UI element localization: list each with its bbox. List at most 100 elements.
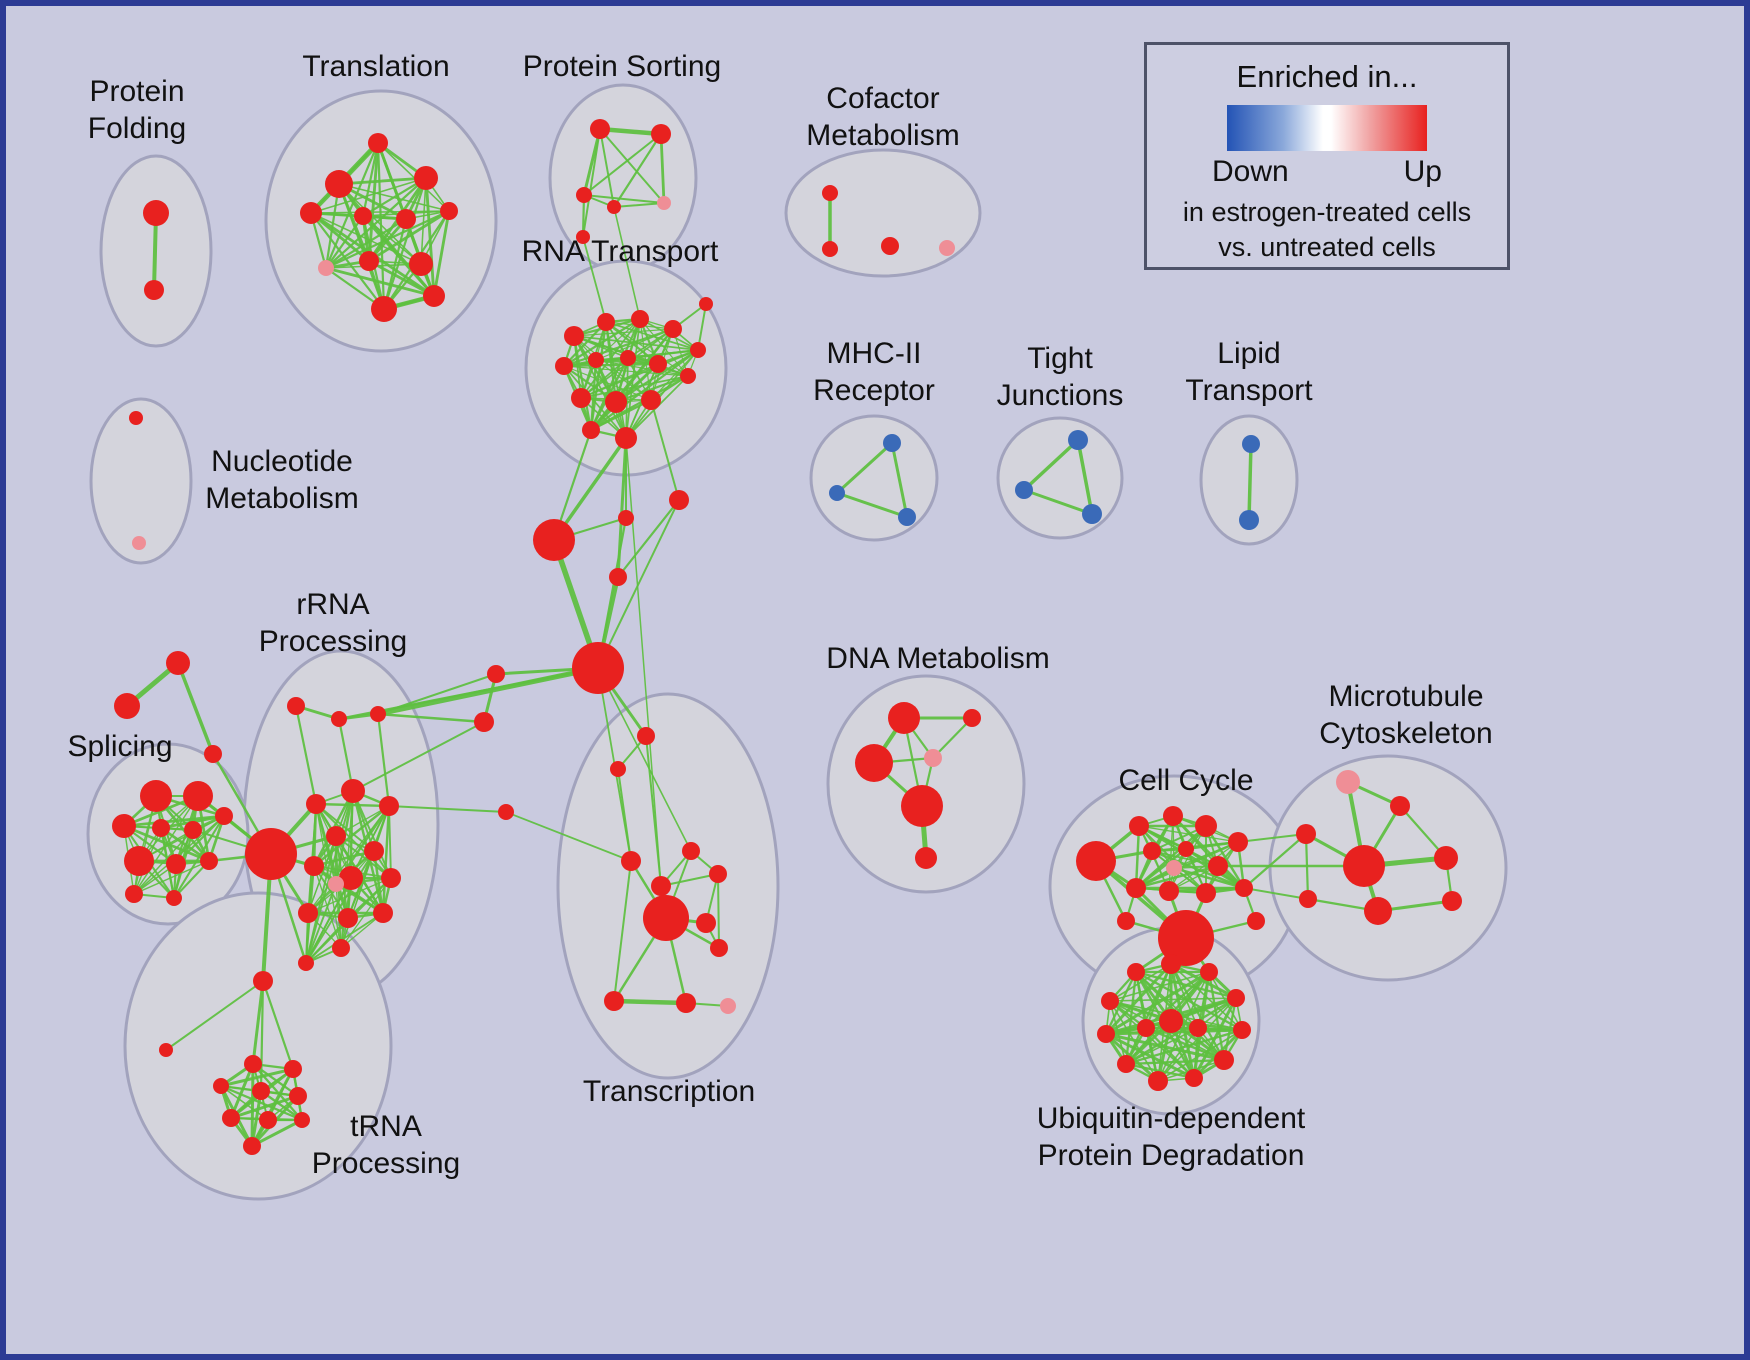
node-cc5: [1228, 832, 1248, 852]
node-mh3: [898, 508, 916, 526]
edge-rt5-rt8: [627, 349, 699, 359]
edge-lt1-lt2: [1247, 442, 1253, 522]
node-rt14: [615, 427, 637, 449]
edge-rt10-rt11: [580, 375, 689, 399]
legend-caption-line1: in estrogen-treated cells: [1182, 197, 1472, 227]
node-tl3: [414, 166, 438, 190]
edge-tl1-tl3: [337, 176, 428, 186]
edge-cc7-cc10: [1134, 847, 1188, 890]
node-sp5: [184, 821, 202, 839]
edge-ps3-ps5: [583, 194, 665, 204]
edge-cc13-mc3: [1242, 832, 1308, 890]
edge-tj1-tj3: [1076, 438, 1094, 516]
node-mc5: [1434, 846, 1458, 870]
node-tx12: [720, 998, 736, 1014]
legend-down-label: Down: [1212, 155, 1289, 188]
node-sp9: [200, 852, 218, 870]
edge-cc3-cc13: [1171, 814, 1246, 890]
edge-tr0-tr5: [259, 979, 265, 1093]
node-cc15: [1247, 912, 1265, 930]
edge-mh1-mh2: [835, 441, 894, 495]
edge-ub7-ub10: [1109, 1000, 1159, 1082]
edge-tl3-tl11: [382, 176, 428, 311]
node-lt1: [1242, 435, 1260, 453]
legend-up-label: Up: [1403, 155, 1442, 188]
edge-ps2-ps3: [583, 133, 662, 196]
edge-ch3-ch4: [616, 498, 681, 579]
node-tg1: [166, 651, 190, 675]
node-tl6: [396, 209, 416, 229]
node-rt5: [690, 342, 706, 358]
legend-gradient-bar: [1227, 105, 1427, 151]
node-tx6: [709, 865, 727, 883]
node-cc2: [1129, 816, 1149, 836]
edge-sp1-sp10: [133, 795, 157, 895]
edge-rr11-rr13: [307, 877, 392, 914]
node-rt9: [649, 355, 667, 373]
edge-tg1-tg3: [176, 661, 215, 756]
edge-rt5-rt15: [589, 348, 700, 432]
edge-sp6-sp11: [172, 814, 226, 900]
node-cn2: [474, 712, 494, 732]
node-cn1: [487, 665, 505, 683]
edge-tr0-tr3: [261, 979, 295, 1071]
node-cc8: [1166, 860, 1182, 876]
node-ch2: [618, 510, 634, 526]
node-tr7: [222, 1109, 240, 1127]
node-sp3: [112, 814, 136, 838]
node-cf2: [822, 241, 838, 257]
edge-tl6-tl8: [324, 217, 408, 270]
node-mc8: [1442, 891, 1462, 911]
node-mh2: [829, 485, 845, 501]
cluster-label-rna-transport: RNA Transport: [522, 235, 719, 268]
node-ub8: [1117, 1055, 1135, 1073]
edge-tx10-tx11: [611, 998, 689, 1006]
edge-rr4-rr11: [315, 803, 392, 879]
edge-ub5-ub8: [1124, 1058, 1226, 1066]
edge-tl5-tl8: [324, 214, 365, 270]
edge-ps6-rt2: [582, 236, 607, 323]
node-dm3: [855, 744, 893, 782]
edge-cc5-mc3: [1237, 833, 1307, 843]
node-ub13: [1189, 1019, 1207, 1037]
node-ub3: [1227, 989, 1245, 1007]
cluster-label-translation: Translation: [302, 50, 449, 83]
edge-tr3-tr4: [219, 1067, 295, 1088]
node-cc6: [1143, 842, 1161, 860]
node-ub2: [1200, 963, 1218, 981]
edge-sp6-sp8: [174, 814, 226, 866]
edge-rt6-rt14: [563, 365, 627, 439]
node-cc10: [1126, 878, 1146, 898]
node-rr15: [373, 903, 393, 923]
node-tx8: [696, 913, 716, 933]
edge-rr12-rr17: [305, 883, 337, 964]
edge-rr1-rr4: [294, 704, 318, 806]
edge-rr2-rr5: [337, 717, 355, 793]
node-tj1: [1068, 430, 1088, 450]
node-rr5: [341, 779, 365, 803]
edge-dm2-dm4: [931, 716, 974, 760]
edge-rt6-rt9: [562, 362, 660, 368]
edge-rt7-rt10: [595, 359, 689, 377]
edge-rt4-rt6: [562, 327, 675, 368]
edge-tr1-tr0: [165, 980, 264, 1051]
cluster-ellipse-trna-processing: [123, 891, 393, 1201]
edge-tr4-tr9: [219, 1084, 304, 1122]
edge-ps4-ps5: [613, 202, 665, 208]
node-tl12: [423, 285, 445, 307]
edge-sp3-sp6: [122, 814, 226, 828]
edge-ps1-ps5: [599, 128, 665, 204]
node-ch1: [533, 519, 575, 561]
edge-tr4-tr8: [220, 1085, 269, 1121]
node-ub12: [1159, 1009, 1183, 1033]
cluster-ellipse-mhc-ii-receptor: [809, 414, 939, 542]
edge-ub11-ub13: [1135, 971, 1199, 1029]
node-sp7: [124, 846, 154, 876]
